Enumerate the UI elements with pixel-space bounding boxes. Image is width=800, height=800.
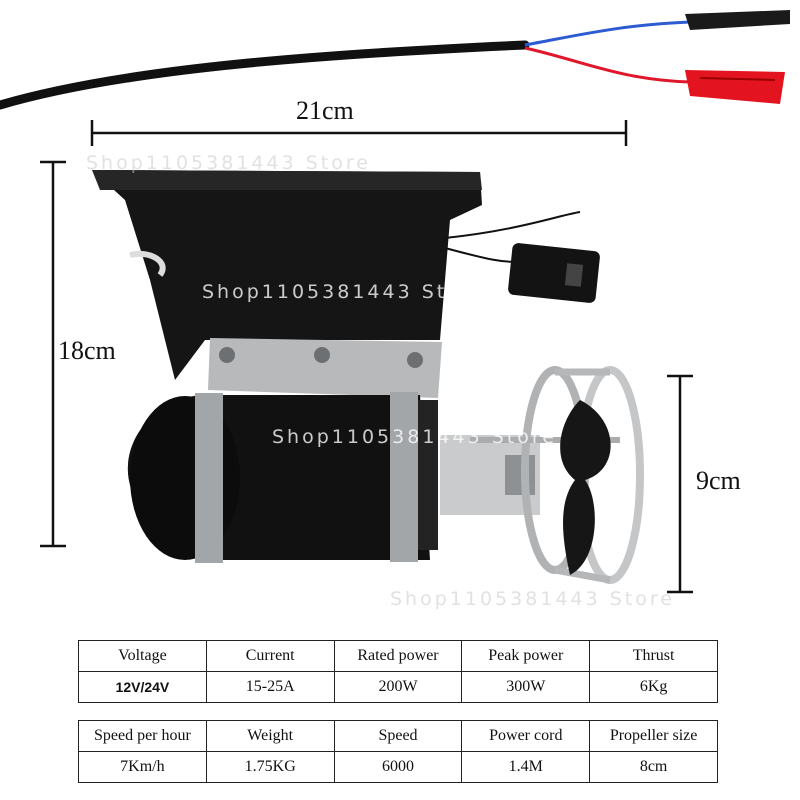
watermark-1: Shop1105381443 Store [86, 152, 371, 174]
table-cell: 8cm [589, 751, 718, 783]
black-clip [685, 10, 790, 30]
table-row: Speed per hour Weight Speed Power cord P… [78, 720, 718, 752]
table-cell: 7Km/h [78, 751, 207, 783]
watermark-3: Shop1105381443 Store [272, 426, 557, 448]
table-header-cell: Propeller size [589, 720, 718, 752]
table-header-cell: Power cord [461, 720, 591, 752]
table-header-cell: Voltage [78, 640, 207, 672]
table-header-cell: Rated power [333, 640, 463, 672]
table-cell: 12V/24V [78, 671, 207, 703]
table-header-cell: Thrust [589, 640, 718, 672]
table-cell: 15-25A [205, 671, 335, 703]
table-row: 12V/24V 15-25A 200W 300W 6Kg [78, 671, 718, 703]
table-header-cell: Speed per hour [78, 720, 207, 752]
height-label: 18cm [58, 336, 116, 365]
width-label: 9cm [696, 466, 741, 495]
table-cell: 1.4M [461, 751, 591, 783]
table-cell: 1.75KG [205, 751, 335, 783]
length-label: 21cm [296, 96, 354, 125]
table-cell: 200W [333, 671, 463, 703]
red-clip [685, 70, 785, 104]
table-cell: 300W [461, 671, 591, 703]
table-cell: 6Kg [589, 671, 718, 703]
table-row: Voltage Current Rated power Peak power T… [78, 640, 718, 672]
spec-table-1: Voltage Current Rated power Peak power T… [78, 640, 718, 703]
watermark-2: Shop1105381443 Store [202, 281, 487, 303]
table-header-cell: Weight [205, 720, 335, 752]
product-photo [0, 10, 790, 594]
spec-table-2: Speed per hour Weight Speed Power cord P… [78, 720, 718, 783]
watermark-4: Shop1105381443 Store [390, 588, 675, 610]
table-header-cell: Speed [333, 720, 463, 752]
table-header-cell: Current [205, 640, 335, 672]
table-row: 7Km/h 1.75KG 6000 1.4M 8cm [78, 751, 718, 783]
table-header-cell: Peak power [461, 640, 591, 672]
table-cell: 6000 [333, 751, 463, 783]
